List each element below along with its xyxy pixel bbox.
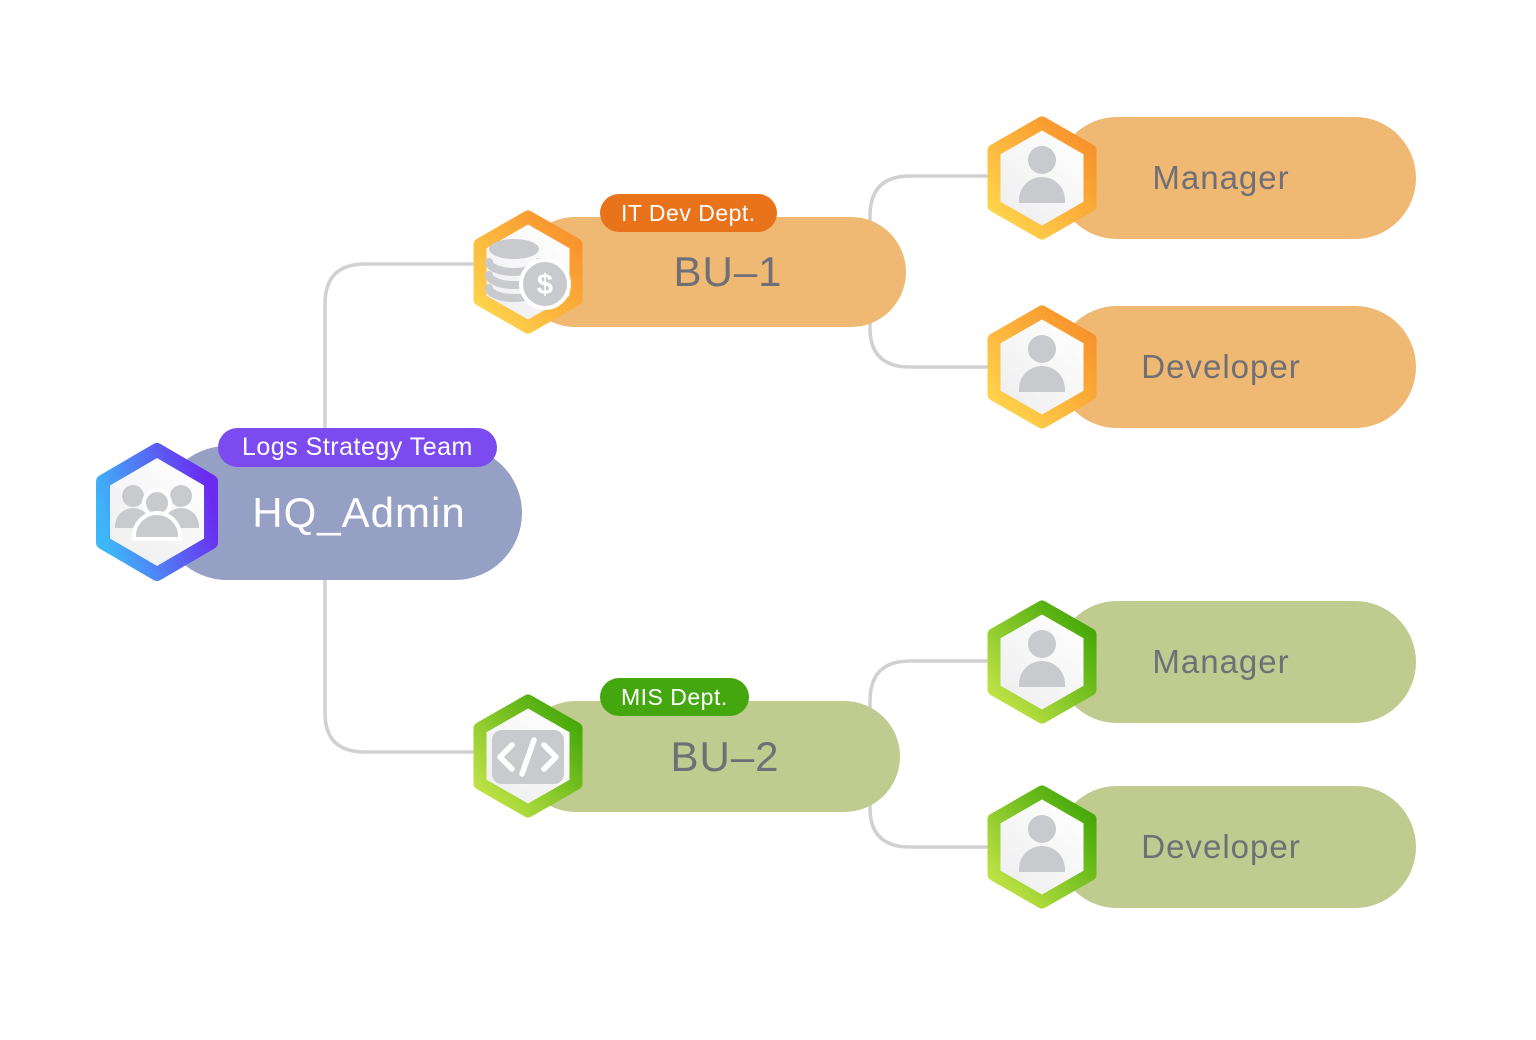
badge-it-dev-dept: IT Dev Dept. bbox=[600, 194, 777, 232]
code-brackets-icon bbox=[492, 730, 564, 784]
node-hq-admin-label: HQ_Admin bbox=[252, 489, 466, 536]
hexagon-bu1-developer bbox=[987, 305, 1097, 429]
hexagon-bu2-manager bbox=[987, 600, 1097, 724]
people-group-icon bbox=[115, 485, 199, 541]
connector-bu1-developer bbox=[868, 272, 1052, 369]
person-icon bbox=[1019, 335, 1065, 392]
badge-mis-dept: MIS Dept. bbox=[600, 678, 749, 716]
node-bu2-developer: Developer bbox=[1056, 786, 1416, 908]
connector-root-bu2 bbox=[323, 562, 522, 754]
node-bu1-developer-label: Developer bbox=[1141, 348, 1301, 385]
connector-bu1-manager bbox=[868, 174, 1052, 272]
hexagon-bu2-developer bbox=[987, 785, 1097, 909]
node-bu2-developer-label: Developer bbox=[1141, 828, 1301, 865]
connector-root-bu1 bbox=[323, 262, 522, 464]
node-bu2-manager-label: Manager bbox=[1152, 643, 1290, 680]
person-icon bbox=[1019, 146, 1065, 203]
hexagon-bu1-manager bbox=[987, 116, 1097, 240]
hexagon-bu-1: $ bbox=[473, 210, 583, 334]
badge-logs-strategy-team: Logs Strategy Team bbox=[218, 428, 497, 467]
node-bu1-developer: Developer bbox=[1056, 306, 1416, 428]
node-bu-1-label: BU–1 bbox=[673, 248, 783, 295]
connector-bu2-developer bbox=[868, 755, 1052, 849]
node-bu-2-label: BU–2 bbox=[670, 732, 780, 780]
node-bu1-manager: Manager bbox=[1056, 117, 1416, 239]
hexagon-root bbox=[96, 443, 218, 581]
coins-dollar-icon: $ bbox=[485, 239, 571, 310]
node-bu-1: BU–1 bbox=[520, 217, 906, 327]
node-bu1-manager-label: Manager bbox=[1152, 159, 1290, 196]
node-hq-admin: HQ_Admin bbox=[160, 446, 522, 580]
hexagon-bu-2 bbox=[473, 694, 583, 818]
person-icon bbox=[1019, 630, 1065, 687]
node-bu2-manager: Manager bbox=[1056, 601, 1416, 723]
dollar-glyph: $ bbox=[537, 269, 553, 301]
person-icon bbox=[1019, 815, 1065, 872]
connector-bu2-manager bbox=[868, 659, 1052, 755]
node-bu-2: BU–2 bbox=[520, 701, 900, 812]
